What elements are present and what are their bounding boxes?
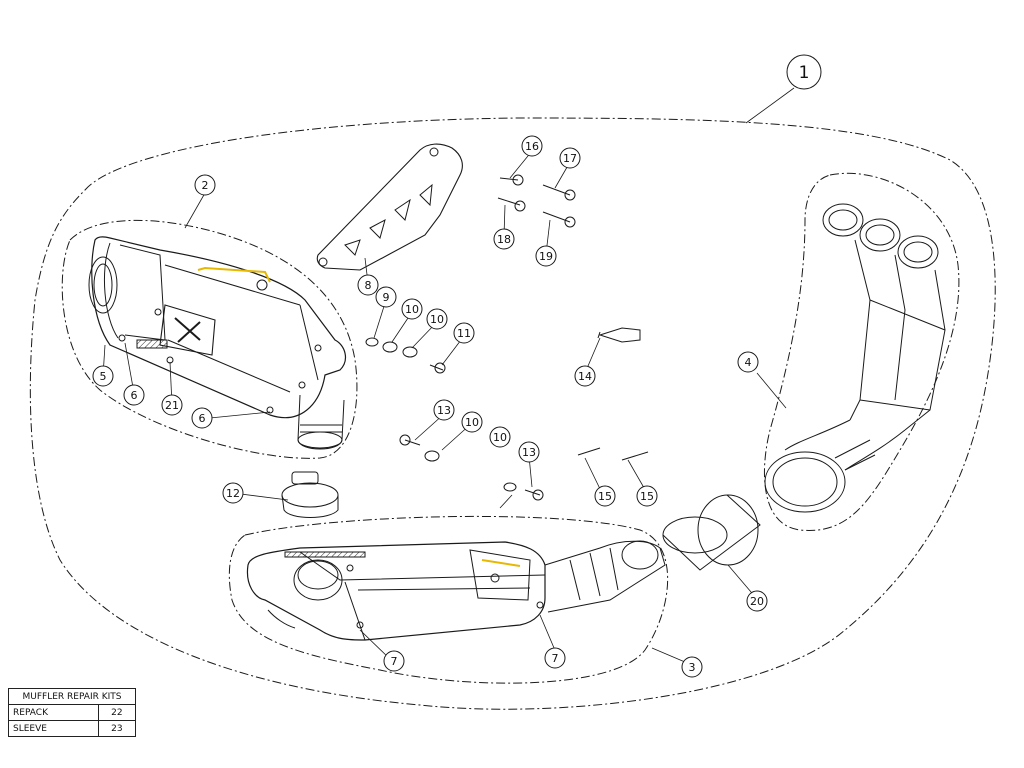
callout-6a: 6 <box>123 384 145 406</box>
repair-kits-table: MUFFLER REPAIR KITS REPACK 22 SLEEVE 23 <box>8 688 137 737</box>
hardware <box>365 174 649 501</box>
svg-text:10: 10 <box>405 303 419 316</box>
callout-9: 9 <box>375 286 397 308</box>
callout-10a: 10 <box>401 298 423 320</box>
svg-text:6: 6 <box>199 412 206 425</box>
callouts: 1 2 3 4 5 6 21 6 7 7 8 9 10 10 11 1 <box>92 54 822 678</box>
assembly-boundary-1 <box>29 117 996 710</box>
svg-text:10: 10 <box>493 431 507 444</box>
svg-text:3: 3 <box>689 661 696 674</box>
callout-5: 5 <box>92 365 114 387</box>
sleeve-label: SLEEVE <box>8 720 99 737</box>
svg-text:7: 7 <box>552 652 559 665</box>
callout-3: 3 <box>681 656 703 678</box>
svg-text:5: 5 <box>100 370 107 383</box>
svg-text:21: 21 <box>165 399 179 412</box>
link-sleeve <box>662 494 761 571</box>
assembly-boundary-3 <box>228 515 669 684</box>
headers <box>764 203 946 513</box>
callout-15b: 15 <box>636 485 658 507</box>
callout-11: 11 <box>453 322 475 344</box>
callout-7b: 7 <box>544 647 566 669</box>
callout-2: 2 <box>194 174 216 196</box>
leader-lines <box>102 87 795 666</box>
svg-text:11: 11 <box>457 327 471 340</box>
svg-text:14: 14 <box>578 370 592 383</box>
callout-13b: 13 <box>518 441 540 463</box>
svg-text:8: 8 <box>365 279 372 292</box>
callout-21: 21 <box>161 394 183 416</box>
svg-text:16: 16 <box>525 140 539 153</box>
callout-12: 12 <box>222 482 244 504</box>
assembly-boundary-4 <box>763 172 960 531</box>
callout-10d: 10 <box>489 426 511 448</box>
repack-label: REPACK <box>8 704 99 721</box>
svg-text:17: 17 <box>563 152 577 165</box>
callout-8: 8 <box>357 274 379 296</box>
callout-13a: 13 <box>433 399 455 421</box>
right-muffler <box>246 540 666 641</box>
svg-text:7: 7 <box>391 655 398 668</box>
svg-text:19: 19 <box>539 250 553 263</box>
assembly-boundary-2 <box>61 219 358 459</box>
svg-text:15: 15 <box>598 490 612 503</box>
repair-kits-title: MUFFLER REPAIR KITS <box>8 688 136 705</box>
bracket <box>316 143 463 271</box>
table-row: REPACK 22 <box>8 704 137 721</box>
table-row: SLEEVE 23 <box>8 720 137 737</box>
left-muffler <box>88 236 347 450</box>
svg-text:20: 20 <box>750 595 764 608</box>
svg-text:2: 2 <box>202 179 209 192</box>
callout-1: 1 <box>786 54 822 90</box>
svg-text:13: 13 <box>522 446 536 459</box>
svg-text:4: 4 <box>745 356 752 369</box>
svg-text:6: 6 <box>131 389 138 402</box>
callout-14: 14 <box>574 365 596 387</box>
svg-text:12: 12 <box>226 487 240 500</box>
svg-text:10: 10 <box>430 313 444 326</box>
svg-text:18: 18 <box>497 233 511 246</box>
svg-text:9: 9 <box>383 291 390 304</box>
repack-value: 22 <box>97 704 137 721</box>
svg-text:10: 10 <box>465 416 479 429</box>
callout-18: 18 <box>493 228 515 250</box>
svg-text:1: 1 <box>799 63 810 83</box>
callout-19: 19 <box>535 245 557 267</box>
svg-text:15: 15 <box>640 490 654 503</box>
callout-20: 20 <box>746 590 768 612</box>
callout-10c: 10 <box>461 411 483 433</box>
sleeve-value: 23 <box>97 720 137 737</box>
callout-15a: 15 <box>594 485 616 507</box>
clamp <box>281 471 339 518</box>
callout-4: 4 <box>737 351 759 373</box>
svg-text:13: 13 <box>437 404 451 417</box>
callout-10b: 10 <box>426 308 448 330</box>
callout-6b: 6 <box>191 407 213 429</box>
callout-17: 17 <box>559 147 581 169</box>
callout-16: 16 <box>521 135 543 157</box>
callout-7a: 7 <box>383 650 405 672</box>
